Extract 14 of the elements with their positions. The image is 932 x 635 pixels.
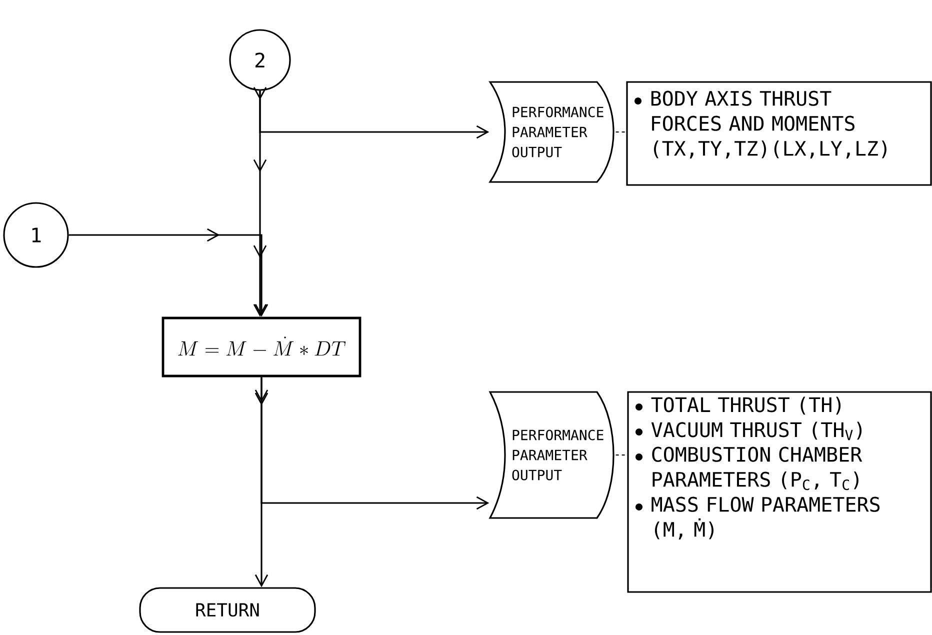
note-text: BODY AXIS THRUST FORCES AND MOMENTS (TX,TY,TZ)(LX,LY,LZ) bbox=[651, 90, 886, 158]
note-box bbox=[627, 391, 932, 593]
leader-line bbox=[615, 454, 628, 456]
arrow bbox=[253, 87, 267, 317]
arrow bbox=[254, 377, 268, 588]
arrow bbox=[259, 90, 490, 139]
note-text: COMBUSTION CHAMBER PARAMETERS (P$_{C}$, T$_{C}$) bbox=[652, 446, 862, 490]
note-text: MASS FLOW PARAMETERS (M, Ṁ) bbox=[652, 496, 880, 540]
process-box: $M = M - \dot{M} * DT$ bbox=[162, 316, 362, 378]
arrow bbox=[68, 228, 268, 317]
terminal-box: RETURN bbox=[139, 587, 316, 633]
note-box bbox=[626, 81, 932, 186]
note-text: VACUUM THRUST (TH$_{V}$) bbox=[651, 422, 862, 440]
note-text: TOTAL THRUST (TH) bbox=[651, 396, 841, 415]
